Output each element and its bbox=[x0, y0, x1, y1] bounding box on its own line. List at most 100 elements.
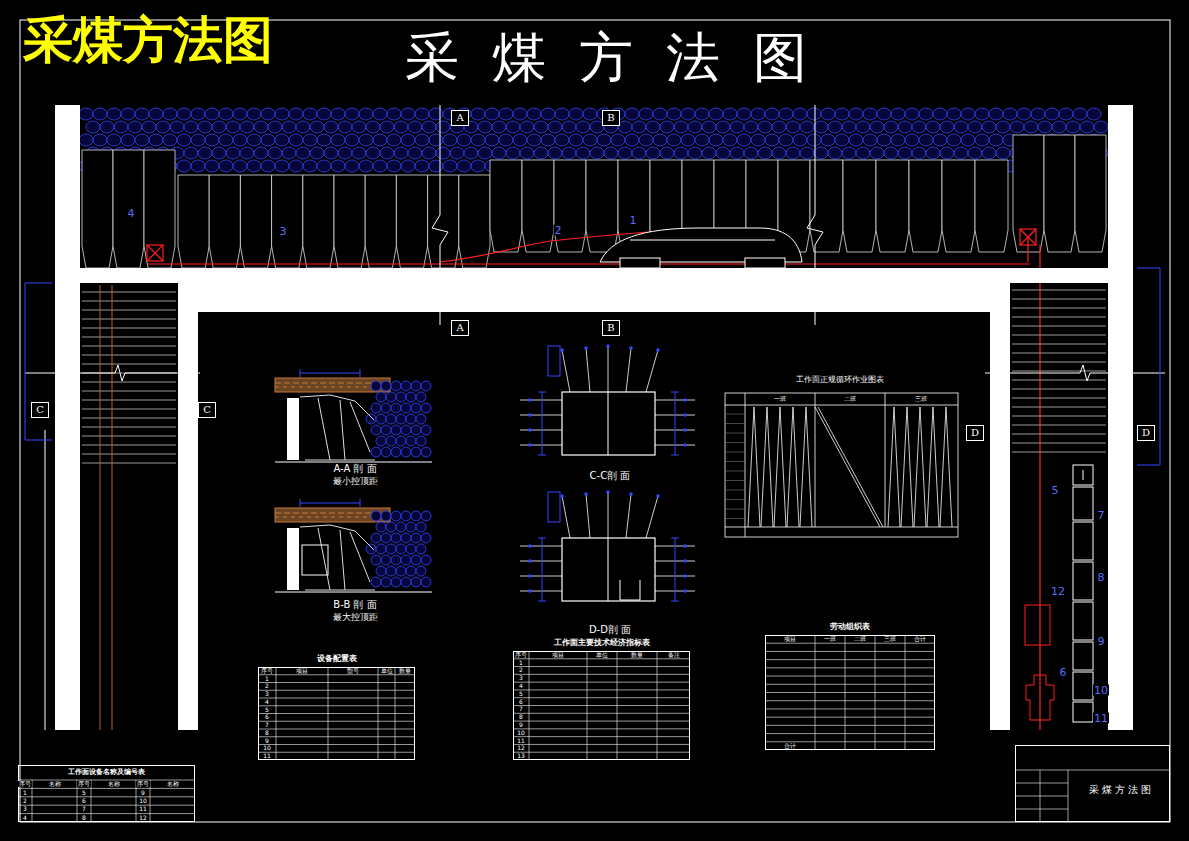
caved-rock bbox=[282, 147, 296, 159]
caved-rock bbox=[394, 121, 408, 133]
caved-rock bbox=[744, 147, 758, 159]
table-cell: 7 bbox=[264, 722, 270, 728]
hydraulic-support bbox=[586, 160, 618, 252]
section-letter: A bbox=[452, 112, 468, 123]
cycle-chart bbox=[725, 461, 745, 462]
caved-rock bbox=[331, 160, 345, 172]
table-cell: 8 bbox=[264, 730, 270, 736]
caved-rock bbox=[331, 134, 345, 146]
caved-rock bbox=[184, 147, 198, 159]
caved-rock bbox=[275, 160, 289, 172]
section-c-c bbox=[548, 346, 560, 376]
callout-number: 8 bbox=[1097, 572, 1106, 583]
table-grid bbox=[513, 666, 690, 667]
table-grid bbox=[765, 725, 935, 726]
caved-rock bbox=[947, 108, 961, 120]
section-letter: B bbox=[603, 112, 619, 123]
caved-rock bbox=[324, 121, 338, 133]
table-cell: 一班 bbox=[823, 636, 837, 642]
table-grid bbox=[765, 676, 935, 677]
roadway-support bbox=[82, 328, 176, 329]
roadway-support bbox=[1012, 398, 1106, 399]
caved-rock bbox=[205, 134, 219, 146]
section-letter: D bbox=[967, 427, 983, 438]
caved-rock bbox=[954, 147, 968, 159]
hydraulic-support bbox=[1044, 135, 1075, 252]
table-grid bbox=[905, 635, 906, 750]
table-cell: 6 bbox=[518, 699, 524, 705]
caved-rock bbox=[541, 134, 555, 146]
caved-rock bbox=[411, 403, 421, 413]
section-line bbox=[25, 105, 1165, 730]
section-c-c bbox=[538, 392, 546, 393]
table-grid bbox=[513, 721, 690, 722]
cycle-chart bbox=[940, 407, 952, 527]
roadway-support bbox=[1012, 308, 1106, 309]
caved-rock bbox=[386, 414, 396, 424]
caved-rock bbox=[93, 134, 107, 146]
callout-number: 11 bbox=[1093, 713, 1109, 724]
table-grid bbox=[513, 752, 690, 753]
caved-rock bbox=[121, 108, 135, 120]
table-cell: 单位 bbox=[595, 652, 609, 658]
caved-rock bbox=[534, 147, 548, 159]
roadway-support bbox=[1012, 425, 1106, 426]
roadway-support bbox=[1012, 335, 1106, 336]
caved-rock bbox=[513, 108, 527, 120]
caved-rock bbox=[345, 108, 359, 120]
caved-rock bbox=[275, 134, 289, 146]
table-heading: 劳动组织表 bbox=[766, 623, 934, 632]
hydraulic-support bbox=[975, 160, 1008, 252]
table-cell: 2 bbox=[264, 683, 270, 689]
caved-rock bbox=[569, 108, 583, 120]
caved-rock bbox=[786, 147, 800, 159]
caved-rock bbox=[135, 108, 149, 120]
caved-rock bbox=[646, 121, 660, 133]
caved-rock bbox=[989, 108, 1003, 120]
table-cell: 9 bbox=[140, 790, 146, 796]
table-cell: 11 bbox=[262, 753, 272, 759]
roadway-support bbox=[1012, 362, 1106, 363]
shearer bbox=[600, 228, 802, 268]
hydraulic-support bbox=[334, 175, 365, 268]
caved-rock bbox=[849, 108, 863, 120]
table-grid bbox=[765, 692, 935, 693]
caved-rock bbox=[807, 108, 821, 120]
caved-rock bbox=[583, 134, 597, 146]
chart-text: 一班 bbox=[773, 396, 787, 402]
table-grid bbox=[845, 635, 846, 750]
hydraulic-support bbox=[82, 135, 1106, 268]
caved-rock bbox=[380, 147, 394, 159]
section-c-c bbox=[520, 344, 695, 455]
section-a-a bbox=[350, 402, 370, 452]
conveyor-line bbox=[147, 245, 163, 261]
caved-rock bbox=[1073, 108, 1087, 120]
caved-rock bbox=[674, 147, 688, 159]
table-cell: 项目 bbox=[783, 636, 797, 642]
caved-rock bbox=[310, 121, 324, 133]
caved-rock bbox=[156, 121, 170, 133]
caved-rock bbox=[639, 108, 653, 120]
table-cell: 二班 bbox=[853, 636, 867, 642]
caved-rock bbox=[667, 108, 681, 120]
section-a-a bbox=[300, 369, 301, 377]
caved-rock bbox=[632, 147, 646, 159]
caved-rock bbox=[926, 147, 940, 159]
conveyor-line bbox=[1020, 229, 1036, 245]
caved-rock bbox=[366, 147, 380, 159]
caved-rock bbox=[1087, 108, 1101, 120]
table-grid bbox=[513, 744, 690, 745]
callout-number: 10 bbox=[1093, 685, 1109, 696]
roadway-support bbox=[82, 427, 176, 428]
caved-rock bbox=[863, 108, 877, 120]
cycle-chart bbox=[748, 407, 760, 527]
caved-rock bbox=[891, 108, 905, 120]
caved-rock bbox=[317, 108, 331, 120]
caved-rock bbox=[576, 147, 590, 159]
caved-rock bbox=[765, 108, 779, 120]
roadway-support bbox=[1012, 371, 1106, 372]
caved-rock bbox=[786, 121, 800, 133]
table-grid bbox=[258, 752, 415, 753]
transfer-equipment bbox=[1073, 465, 1093, 722]
section-a-a bbox=[275, 369, 432, 462]
